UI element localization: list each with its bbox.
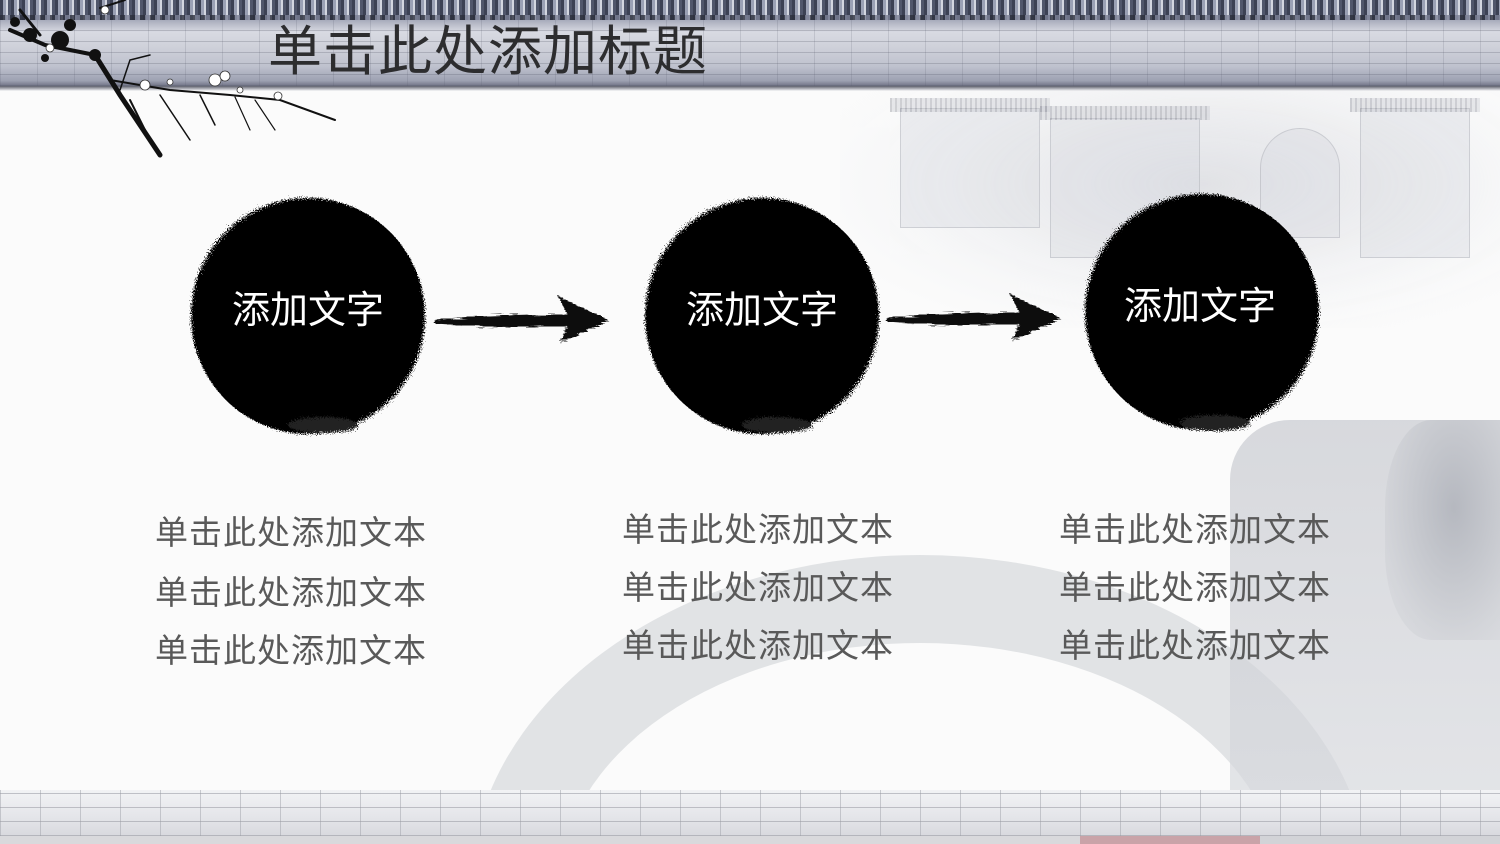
step-1-ink-blot[interactable]: 添加文字 [183, 188, 433, 443]
brush-arrow-right-icon [887, 294, 1060, 341]
body-text-line: 单击此处添加文本 [155, 631, 427, 670]
body-text-line: 单击此处添加文本 [1059, 510, 1331, 549]
title-wall-band [0, 20, 1500, 86]
bottom-brick-wall [0, 790, 1500, 836]
body-text-line: 单击此处添加文本 [155, 513, 427, 552]
plum-blossom-branch-icon [8, 0, 336, 158]
house-shape [900, 108, 1040, 228]
step-1-label: 添加文字 [231, 288, 384, 332]
body-text-line: 单击此处添加文本 [622, 626, 894, 665]
ink-blot-icon [1085, 194, 1319, 431]
body-text-line: 单击此处添加文本 [1059, 626, 1331, 665]
step-2-label: 添加文字 [685, 288, 838, 332]
house-shape [1360, 108, 1470, 258]
brush-arrow-right-icon [435, 296, 608, 343]
wall-shadow [0, 86, 1500, 91]
roof-tile-band [0, 0, 1500, 20]
step-3-ink-blot[interactable]: 添加文字 [1075, 186, 1325, 441]
body-text-line: 单击此处添加文本 [155, 573, 427, 612]
slide-title[interactable]: 单击此处添加标题 [268, 20, 708, 83]
body-text-line: 单击此处添加文本 [622, 510, 894, 549]
text-column-2[interactable]: 单击此处添加文本 单击此处添加文本 单击此处添加文本 [622, 501, 942, 675]
ink-blot-icon [191, 198, 425, 434]
background-village-houses [840, 88, 1500, 328]
body-text-line: 单击此处添加文本 [1059, 568, 1331, 607]
ink-blot-icon [645, 198, 879, 434]
roof-shape [1040, 106, 1210, 120]
roof-shape [1350, 98, 1480, 112]
roof-shape [890, 98, 1050, 112]
step-3-label: 添加文字 [1123, 284, 1276, 328]
body-text-line: 单击此处添加文本 [622, 568, 894, 607]
bottom-ground-strip [0, 836, 1500, 844]
text-column-1[interactable]: 单击此处添加文本 单击此处添加文本 单击此处添加文本 [155, 504, 475, 680]
step-2-ink-blot[interactable]: 添加文字 [637, 188, 887, 443]
background-rock [1385, 420, 1500, 640]
text-column-3[interactable]: 单击此处添加文本 单击此处添加文本 单击此处添加文本 [1059, 501, 1379, 675]
